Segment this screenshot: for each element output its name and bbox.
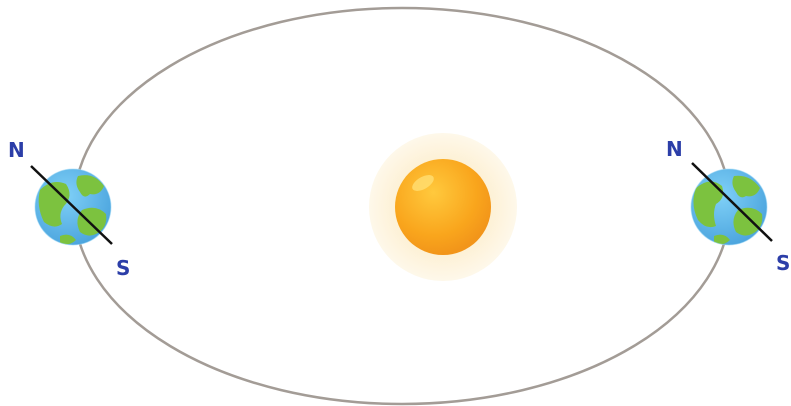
sun [369, 133, 517, 281]
earth-right-north-label: N [666, 137, 683, 161]
earth-right-south-label: S [776, 251, 790, 275]
sun-core [395, 159, 491, 255]
earth-left [31, 166, 112, 245]
earth-left-south-label: S [116, 256, 130, 280]
earth-left-north-label: N [8, 138, 25, 162]
earth-right [691, 163, 772, 245]
